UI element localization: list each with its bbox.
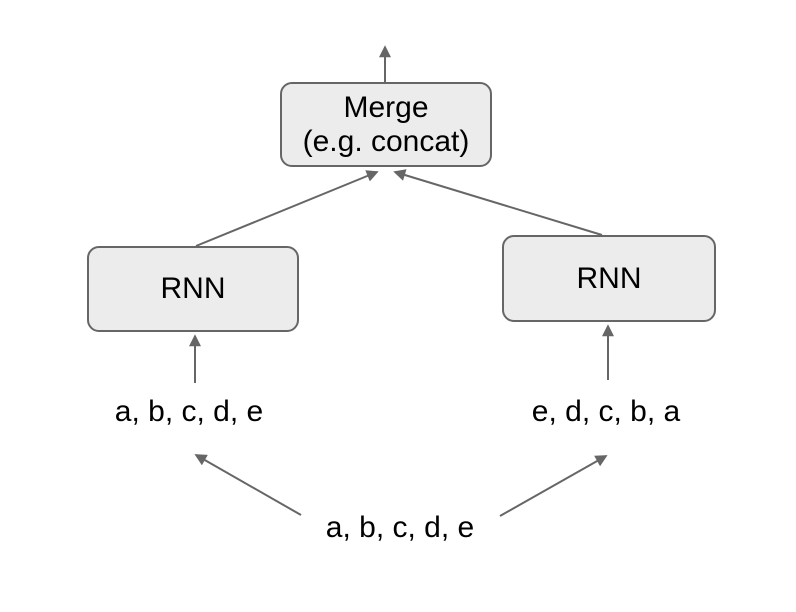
merge-node-label-line2: (e.g. concat) <box>302 124 470 158</box>
rnn-right-node-label: RNN <box>576 261 642 295</box>
right-input-sequence-label: e, d, c, b, a <box>531 395 681 428</box>
source-to-left-sequence-arrow <box>194 454 302 516</box>
source-sequence-label: a, b, c, d, e <box>325 511 475 544</box>
merge-node-label-line1: Merge <box>343 90 429 124</box>
rnn-left-node-label: RNN <box>160 272 226 305</box>
merge-node: Merge (e.g. concat) <box>280 82 492 167</box>
rnn-right-node: RNN <box>502 235 716 322</box>
left-rnn-to-merge-arrow <box>195 170 379 247</box>
left-input-sequence-label: a, b, c, d, e <box>114 395 264 428</box>
rnn-left-node: RNN <box>87 246 299 332</box>
right-rnn-to-merge-arrow <box>393 169 603 236</box>
source-to-right-sequence-arrow <box>499 455 608 517</box>
